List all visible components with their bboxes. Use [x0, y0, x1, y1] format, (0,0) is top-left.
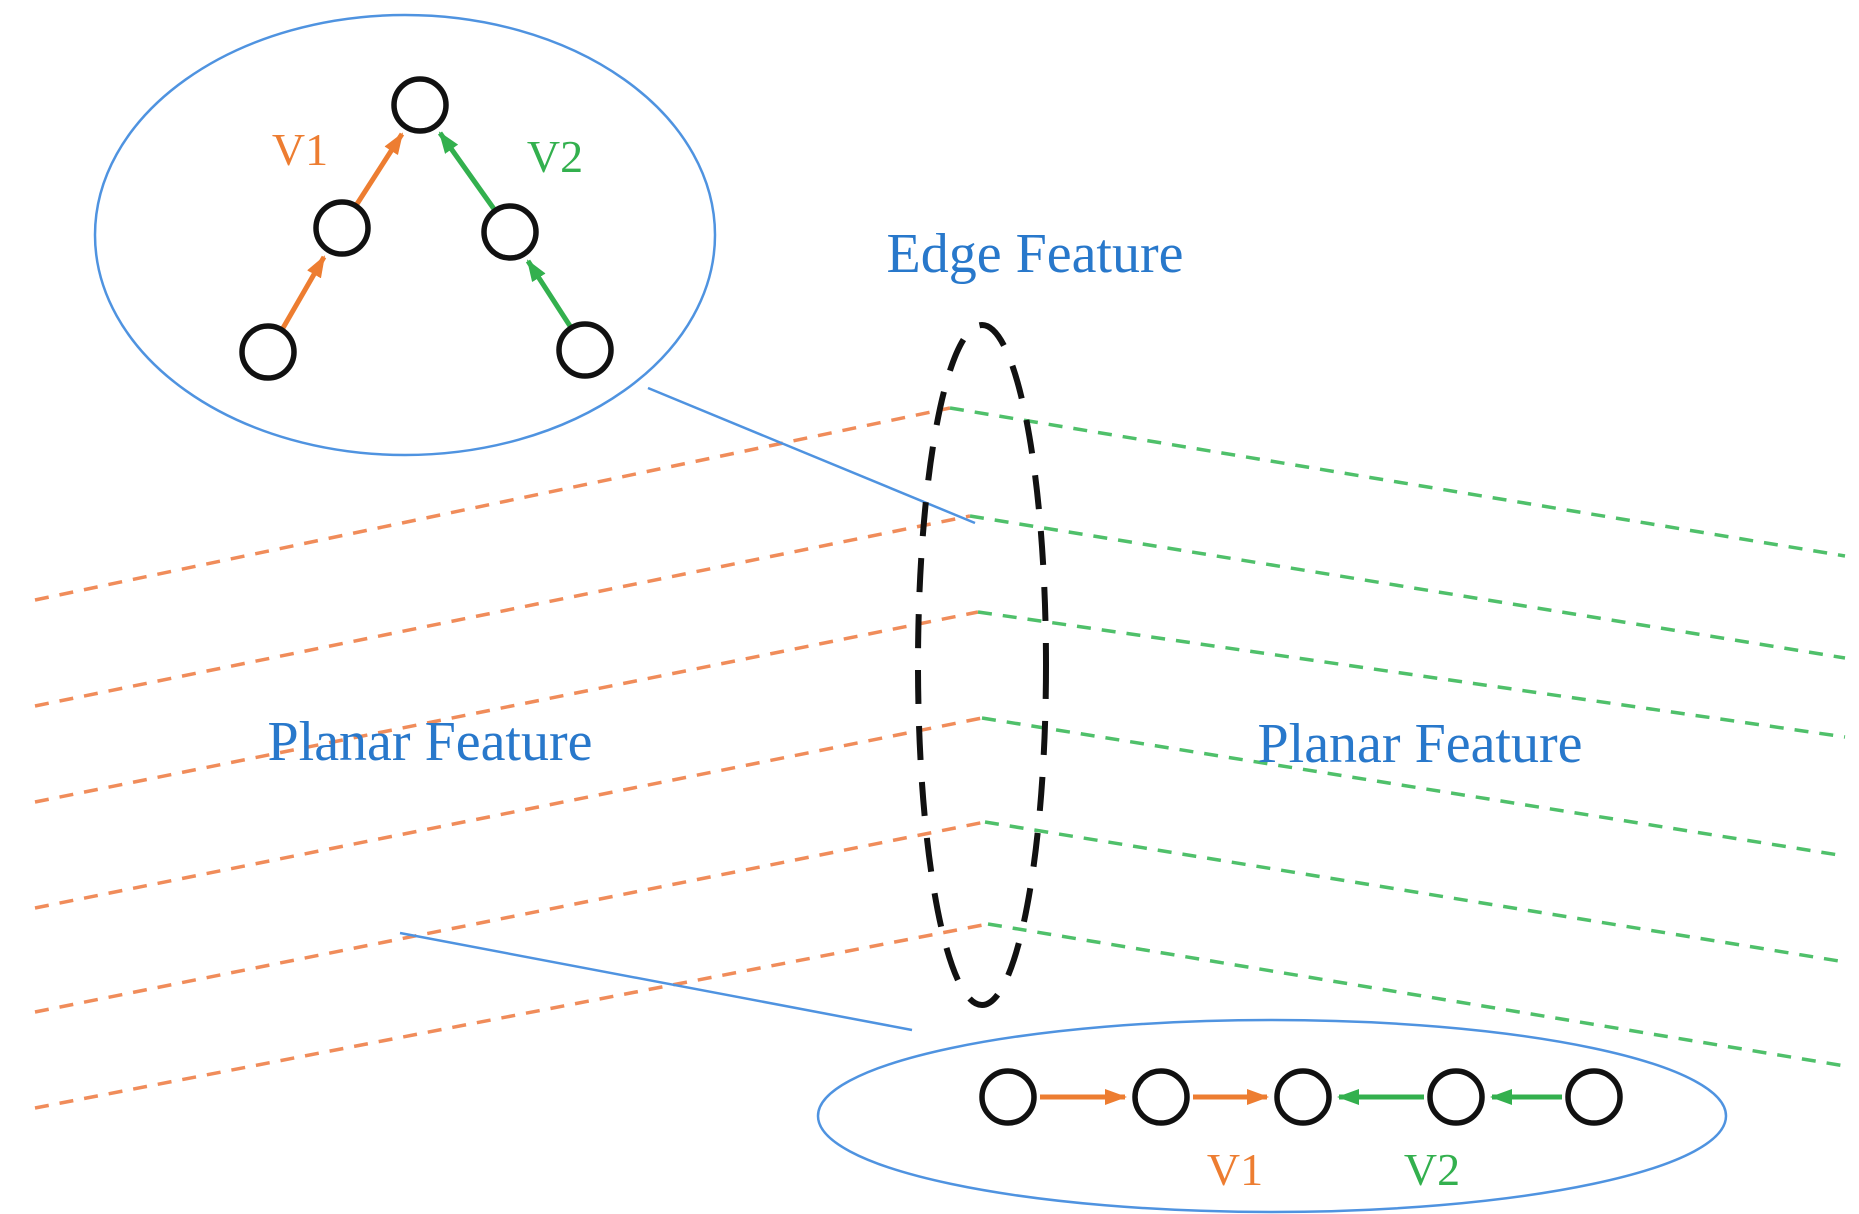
graph-node [481, 203, 539, 261]
green-planar-dash-line [977, 610, 1846, 739]
graph-node [556, 321, 614, 379]
green-planar-dash-line [969, 514, 1846, 660]
green-planar-dash-line [949, 406, 1846, 558]
orange-planar-dash-line [34, 820, 986, 1014]
planar-feature-label-left: Planar Feature [268, 711, 593, 773]
top-graph-ellipse [93, 13, 717, 457]
green-planar-dash-line [981, 716, 1846, 858]
graph-node [979, 1068, 1037, 1126]
green-planar-dash-line [987, 922, 1846, 1068]
edge-feature-label: Edge Feature [887, 223, 1184, 285]
orange-planar-dash-line [34, 406, 951, 602]
graph-node [239, 323, 297, 381]
graph-node [313, 199, 371, 257]
top-edge-graph: V1 V2 [93, 13, 717, 457]
graph-node [1565, 1068, 1623, 1126]
v1-label-top: V1 [272, 124, 328, 175]
left-planar-dashed-lines [34, 406, 989, 1110]
v1-arrow-segment [280, 255, 327, 330]
v1-arrow-segment [354, 132, 405, 206]
orange-planar-dash-line [34, 716, 983, 910]
v2-label-bottom: V2 [1404, 1144, 1460, 1195]
orange-planar-dash-line [34, 922, 989, 1110]
v2-arrow-segment [525, 259, 573, 328]
graph-node [1132, 1068, 1190, 1126]
orange-planar-dash-line [34, 610, 979, 804]
edge-feature-dashed-ellipse [915, 322, 1049, 1008]
v1-label-bottom: V1 [1207, 1144, 1263, 1195]
green-planar-dash-line [984, 820, 1846, 964]
edge-feature-callout-line [647, 386, 976, 525]
orange-planar-dash-line [34, 514, 971, 708]
v2-arrow-segment [437, 131, 497, 211]
planar-feature-callout-line [399, 931, 913, 1032]
bottom-graph-ellipse [816, 1018, 1728, 1214]
right-planar-dashed-lines [949, 406, 1846, 1068]
graph-node [1427, 1068, 1485, 1126]
v2-label-top: V2 [527, 131, 583, 182]
bottom-planar-graph: V1 V2 [816, 1018, 1728, 1214]
graph-node [1274, 1068, 1332, 1126]
planar-feature-label-right: Planar Feature [1258, 713, 1583, 775]
graph-node [391, 76, 449, 134]
